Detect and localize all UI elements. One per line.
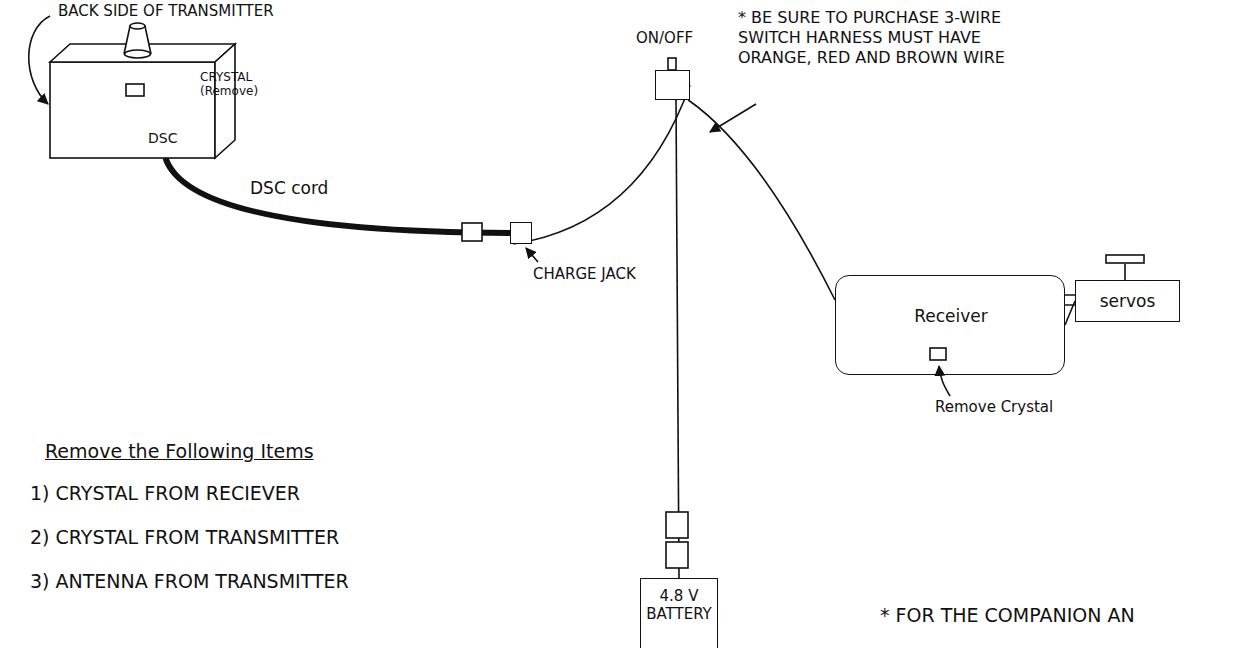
servo-wires (1065, 295, 1075, 305)
charge-jack: CHARGE JACK (510, 222, 532, 244)
node-label: CRYSTAL (Remove) (200, 70, 260, 99)
list-item: 1) CRYSTAL FROM RECIEVER (30, 482, 300, 506)
receiver-box: Receiver (835, 275, 1065, 375)
node-label: servos (1100, 291, 1156, 311)
list-item: 3) ANTENNA FROM TRANSMITTER (30, 570, 349, 594)
battery-plug (666, 542, 688, 568)
leader-line (526, 248, 538, 262)
node-label: DSC (148, 130, 198, 147)
transmitter-side (215, 44, 235, 158)
node-label: CHARGE JACK (533, 265, 673, 283)
leader-line (29, 16, 50, 104)
servo-horn (1106, 255, 1144, 263)
list-item: 2) CRYSTAL FROM TRANSMITTER (30, 526, 339, 550)
callout-text: BACK SIDE OF TRANSMITTER (58, 2, 274, 21)
switch: ON/OFF (655, 70, 690, 100)
antenna-top (130, 23, 145, 29)
wire (676, 100, 679, 578)
wire (688, 100, 835, 300)
servo-arm (1124, 264, 1126, 280)
leader-line (939, 366, 950, 396)
dsc-plug (462, 223, 482, 241)
antenna-base (125, 50, 151, 58)
battery-plug (666, 512, 688, 538)
leader-line (710, 104, 756, 132)
edge-label: DSC cord (248, 178, 330, 199)
wire (513, 85, 690, 244)
wire (166, 158, 511, 233)
note-text: * FOR THE COMPANION AN (880, 604, 1135, 628)
crystal-symbol (930, 348, 946, 360)
transmitter-box: CRYSTAL (Remove)DSC (50, 62, 215, 158)
heading-text: Remove the Following Items (45, 440, 314, 464)
callout-text: Remove Crystal (935, 398, 1053, 417)
node-label: 4.8 V BATTERY (645, 587, 713, 623)
battery-box: 4.8 V BATTERY (640, 578, 718, 648)
crystal-symbol (126, 84, 144, 96)
node-label: ON/OFF (636, 29, 726, 47)
servo-box: servos (1075, 280, 1180, 322)
node-label: Receiver (836, 306, 1066, 326)
note-text: * BE SURE TO PURCHASE 3-WIRE SWITCH HARN… (738, 8, 1018, 68)
transmitter-front (50, 62, 215, 158)
switch-toggle (668, 58, 676, 70)
